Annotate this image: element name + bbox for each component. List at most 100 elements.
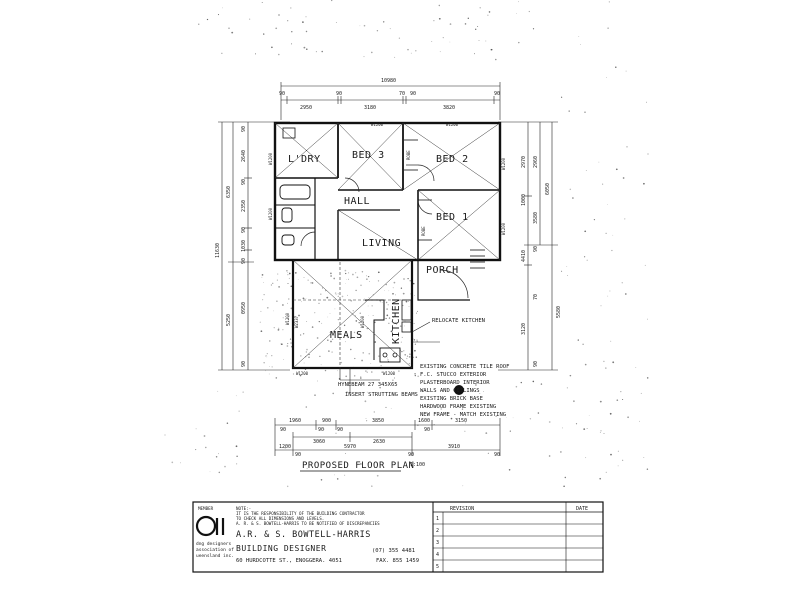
hyne-beam-note: HYNEBEAM 27 345X65: [338, 382, 398, 388]
bottom-tick-label: 90: [494, 452, 500, 458]
right-inner-dimension: 90: [533, 361, 539, 367]
bottom-dimension: 2630: [373, 439, 385, 445]
right-inner-dimension: 90: [533, 246, 539, 252]
disclaimer-line: IT IS THE RESPONSIBILITY OF THE BUILDING…: [236, 511, 365, 516]
scan-noise: [164, 0, 649, 488]
left-overall-dimension: 11630: [215, 243, 221, 258]
left-upper-dimension: 6350: [226, 186, 232, 198]
ink-spot: [454, 385, 464, 395]
top-segment-dimension: 3180: [364, 105, 376, 111]
left-inner-dimension: 90: [241, 126, 247, 132]
spec-note: HARDWOOD FRAME EXISTING: [420, 404, 496, 410]
bottom-dimension: 1960: [289, 418, 301, 424]
association-name-line: ueensland inc.: [196, 553, 234, 559]
bottom-tick-label: 90: [280, 427, 286, 433]
bottom-dimension: 3850: [372, 418, 384, 424]
room-label-bed2: BED 2: [436, 154, 469, 165]
room-label-bed3: BED 3: [352, 150, 385, 161]
left-inner-dimension: 90: [241, 361, 247, 367]
room-label-laundry: L'DRY: [288, 154, 321, 165]
spec-note: F.C. STUCCO EXTERIOR: [420, 372, 487, 378]
left-inner-dimension: 90: [241, 258, 247, 264]
right-dimension-lines: [498, 121, 558, 371]
left-inner-dimension: 90: [241, 227, 247, 233]
revision-row-number: 1: [436, 516, 439, 522]
spec-note: EXISTING CONCRETE TILE ROOF: [420, 364, 509, 370]
bottom-tick-label: 90: [295, 452, 301, 458]
window-tag: W1200: [268, 207, 273, 220]
bottom-dimension: 1600: [418, 418, 430, 424]
bottom-dimension: 900: [322, 418, 331, 424]
bottom-dimension: 3910: [448, 444, 460, 450]
title-block: [192, 501, 604, 573]
bottom-tick-label: 90: [337, 427, 343, 433]
right-inner-dimension: 70: [533, 294, 539, 300]
left-dimension-lines: [218, 121, 290, 371]
room-label-kitchen: KITCHEN: [391, 298, 402, 344]
bottom-tick-label: 90: [424, 427, 430, 433]
disclaimer-line: NOTE:-: [236, 506, 251, 511]
window-tag: W1200: [360, 315, 365, 328]
room-label-bed1: BED 1: [436, 212, 469, 223]
relocate-kitchen-note: RELOCATE KITCHEN: [432, 318, 485, 324]
window-tag: W1200: [501, 157, 506, 170]
date-header: DATE: [576, 506, 588, 512]
association-name-line: association of: [196, 547, 234, 553]
right-upper-outer-dimension: 6050: [545, 183, 551, 195]
bottom-dimension: 3150: [455, 418, 467, 424]
right-inner-dimension: 2970: [521, 156, 527, 168]
firm-fax: FAX. 855 1459: [376, 558, 419, 564]
room-label-living: LIVING: [362, 238, 401, 249]
spec-notes: EXISTING CONCRETE TILE ROOF F.C. STUCCO …: [420, 364, 509, 418]
beam-lines: [293, 262, 412, 368]
plan-scale: 1:100: [410, 462, 425, 468]
left-inner-dimension: 1030: [241, 240, 247, 252]
disclaimer-line: A. R. & S. BOWTELL-HARRIS TO BE NOTIFIED…: [236, 521, 380, 526]
top-segment-dimension: 3820: [443, 105, 455, 111]
window-tag: W1200: [383, 371, 396, 376]
revision-row-number: 4: [436, 552, 439, 558]
room-label-hall: HALL: [344, 196, 370, 207]
door-swings: [300, 164, 469, 299]
top-tick-label: 90: [279, 91, 285, 97]
right-inner-dimension: 2960: [533, 156, 539, 168]
window-tag: W1200: [296, 371, 309, 376]
left-inner-dimension: 90: [241, 179, 247, 185]
firm-address: 60 HURDCOTTE ST., ENOGGERA. 4051: [236, 558, 342, 564]
bottom-dimension-lines: [274, 418, 501, 456]
top-tick-label: 90: [336, 91, 342, 97]
spec-note: PLASTERBOARD INTERIOR: [420, 380, 490, 386]
bottom-tick-label: 90: [318, 427, 324, 433]
spec-note: WALLS AND CEILINGS: [420, 388, 480, 394]
spec-note: EXISTING BRICK BASE: [420, 396, 483, 402]
top-overall-dimension: 10980: [381, 78, 396, 84]
robe-tag: ROBE: [406, 150, 411, 160]
top-dimension-lines: [280, 82, 501, 120]
right-inner-dimension: 3120: [521, 323, 527, 335]
right-inner-dimension: 4410: [521, 250, 527, 262]
bottom-dimension: 3060: [313, 439, 325, 445]
left-lower-dimension: 5250: [226, 314, 232, 326]
firm-role: BUILDING DESIGNER: [236, 544, 326, 553]
bottom-dimension: 5970: [344, 444, 356, 450]
left-inner-dimension: 2350: [241, 200, 247, 212]
plan-title: PROPOSED FLOOR PLAN: [302, 461, 414, 471]
robe-tag: ROBE: [421, 226, 426, 236]
window-tag: W1200: [268, 152, 273, 165]
revision-header: REVISION: [450, 506, 474, 512]
right-inner-dimension: 1000: [521, 194, 527, 206]
top-tick-label: 70: [399, 91, 405, 97]
spec-note: NEW FRAME - MATCH EXISTING: [420, 412, 506, 418]
member-label: MEMBER: [198, 506, 214, 511]
right-outer-dimension: 5580: [556, 306, 562, 318]
top-segment-dimension: 2950: [300, 105, 312, 111]
revision-row-number: 2: [436, 528, 439, 534]
revision-row-number: 5: [436, 564, 439, 570]
bottom-dimension: 1200: [279, 444, 291, 450]
leader-lines: [339, 321, 440, 393]
firm-name: A.R. & S. BOWTELL-HARRIS: [236, 530, 371, 540]
room-label-meals: MEALS: [330, 330, 363, 341]
association-name-line: dng designers: [196, 541, 232, 547]
left-inner-dimension: 0950: [241, 302, 247, 314]
